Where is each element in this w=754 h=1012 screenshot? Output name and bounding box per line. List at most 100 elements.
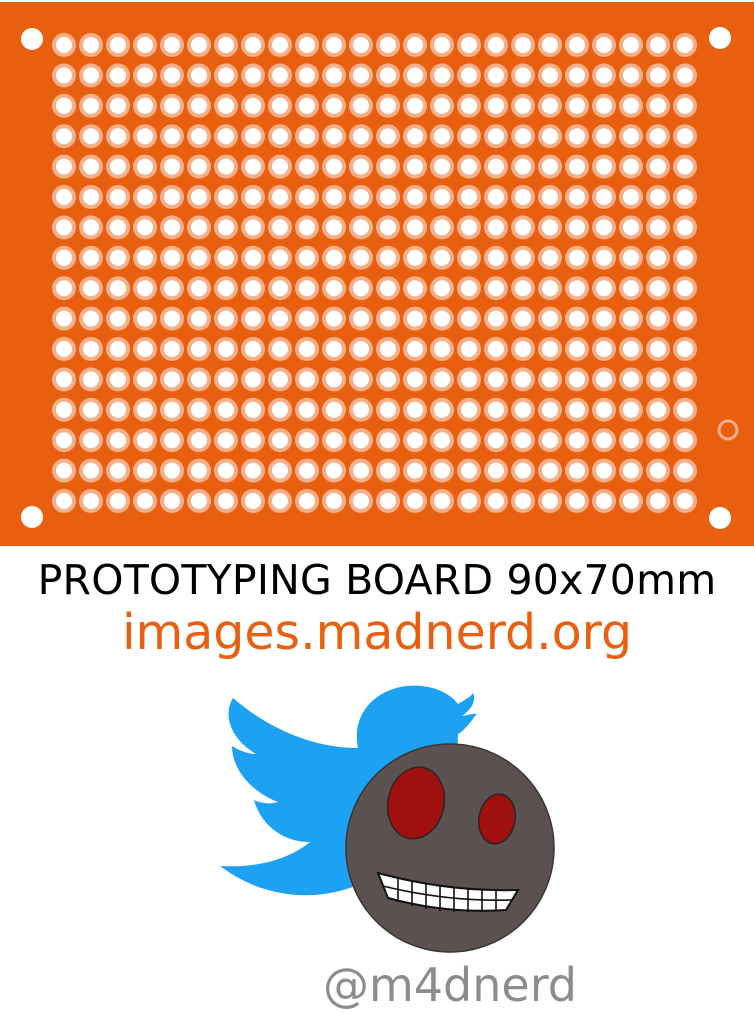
drill-hole <box>83 189 99 205</box>
drill-hole <box>650 219 666 236</box>
mounting-hole-top-right <box>709 27 731 49</box>
drill-hole <box>488 249 504 266</box>
drill-hole <box>56 37 72 53</box>
drill-hole <box>434 189 450 205</box>
drill-hole <box>650 432 666 449</box>
drill-hole <box>191 371 207 388</box>
drill-hole <box>677 401 693 418</box>
drill-hole <box>596 67 612 84</box>
teeth-mouth-icon <box>376 871 520 912</box>
drill-hole <box>407 432 423 449</box>
drill-hole <box>218 310 234 327</box>
drill-hole <box>380 493 396 509</box>
drill-hole <box>137 280 153 297</box>
drill-hole <box>164 37 180 53</box>
test-point-ring <box>717 419 739 441</box>
drill-hole <box>299 67 315 84</box>
drill-hole <box>650 249 666 266</box>
drill-hole <box>218 493 234 509</box>
drill-hole <box>353 249 369 266</box>
drill-hole <box>596 401 612 418</box>
drill-hole <box>164 310 180 327</box>
drill-hole <box>164 493 180 509</box>
drill-hole <box>461 493 477 509</box>
drill-hole <box>56 341 72 357</box>
drill-hole <box>164 219 180 236</box>
drill-hole <box>407 371 423 388</box>
drill-hole <box>515 432 531 449</box>
drill-hole <box>515 189 531 205</box>
drill-hole <box>272 310 288 327</box>
drill-hole <box>596 371 612 388</box>
drill-hole <box>137 67 153 84</box>
drill-hole <box>650 341 666 357</box>
drill-hole <box>569 97 585 114</box>
drill-hole <box>677 219 693 236</box>
drill-hole <box>380 280 396 297</box>
drill-hole <box>407 128 423 145</box>
drill-hole <box>164 432 180 449</box>
drill-hole <box>542 341 558 357</box>
drill-hole <box>434 432 450 449</box>
drill-hole <box>380 310 396 327</box>
drill-hole <box>677 341 693 357</box>
drill-hole <box>623 67 639 84</box>
drill-hole <box>461 249 477 266</box>
drill-hole <box>137 37 153 53</box>
drill-hole <box>110 401 126 418</box>
drill-hole <box>623 37 639 53</box>
drill-hole <box>353 128 369 145</box>
drill-hole <box>83 67 99 84</box>
drill-hole <box>596 219 612 236</box>
drill-hole <box>191 67 207 84</box>
drill-hole <box>110 493 126 509</box>
drill-hole <box>623 158 639 175</box>
drill-hole <box>137 310 153 327</box>
twitter-handle[interactable]: @m4dnerd <box>322 958 578 1012</box>
drill-hole <box>596 97 612 114</box>
drill-hole <box>407 158 423 175</box>
drill-hole <box>650 280 666 297</box>
drill-hole <box>326 341 342 357</box>
drill-hole <box>218 462 234 479</box>
drill-hole <box>569 67 585 84</box>
drill-hole <box>623 462 639 479</box>
drill-hole <box>380 37 396 53</box>
drill-hole <box>542 371 558 388</box>
drill-hole <box>569 310 585 327</box>
drill-hole <box>218 341 234 357</box>
drill-hole <box>56 219 72 236</box>
drill-hole <box>245 493 261 509</box>
drill-hole <box>299 189 315 205</box>
drill-hole <box>353 310 369 327</box>
drill-hole <box>650 493 666 509</box>
drill-hole <box>56 371 72 388</box>
drill-hole <box>542 401 558 418</box>
drill-hole <box>569 37 585 53</box>
drill-hole <box>461 371 477 388</box>
drill-hole <box>245 67 261 84</box>
drill-hole <box>83 219 99 236</box>
mounting-hole-bottom-right <box>709 507 731 529</box>
drill-hole <box>380 432 396 449</box>
drill-hole <box>137 462 153 479</box>
drill-hole <box>542 280 558 297</box>
drill-hole <box>191 37 207 53</box>
drill-hole <box>56 401 72 418</box>
drill-hole <box>245 462 261 479</box>
drill-hole <box>623 249 639 266</box>
drill-hole <box>623 341 639 357</box>
drill-hole <box>299 341 315 357</box>
site-url-link[interactable]: images.madnerd.org <box>121 604 633 661</box>
drill-hole <box>434 249 450 266</box>
drill-hole <box>542 249 558 266</box>
drill-hole <box>650 462 666 479</box>
drill-hole <box>569 341 585 357</box>
drill-hole <box>542 189 558 205</box>
drill-hole <box>83 462 99 479</box>
drill-hole <box>650 128 666 145</box>
drill-hole <box>380 401 396 418</box>
drill-hole <box>164 249 180 266</box>
drill-hole <box>83 401 99 418</box>
drill-hole <box>164 67 180 84</box>
